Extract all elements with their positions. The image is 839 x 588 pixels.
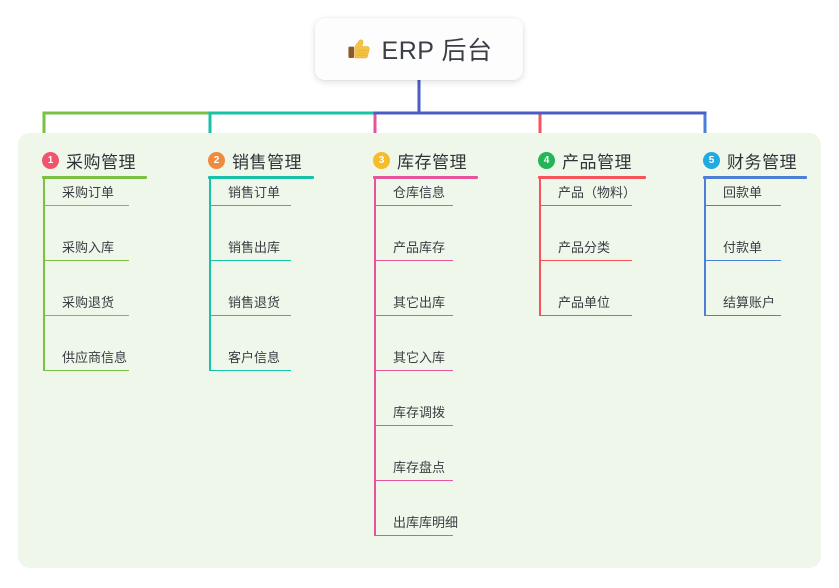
branch-item[interactable]: 采购入库 bbox=[42, 233, 150, 261]
branch-item-label: 库存盘点 bbox=[393, 460, 446, 475]
branch-item[interactable]: 销售退货 bbox=[208, 288, 312, 316]
branch-item-underline bbox=[209, 204, 291, 206]
branch-header-5[interactable]: 5 财务管理 bbox=[703, 148, 797, 173]
branch-underline-1 bbox=[42, 176, 147, 179]
branch-underline-5 bbox=[703, 176, 807, 179]
branch-item-label: 出库库明细 bbox=[393, 515, 459, 530]
branch-header-3[interactable]: 3 库存管理 bbox=[373, 148, 467, 173]
branch-item-underline bbox=[704, 314, 781, 316]
branch-spine-3 bbox=[374, 178, 376, 535]
branch-item-underline bbox=[209, 314, 291, 316]
branch-item[interactable]: 产品库存 bbox=[373, 233, 474, 261]
branch-item-label: 产品单位 bbox=[558, 295, 611, 310]
branch-item[interactable]: 库存调拨 bbox=[373, 398, 474, 426]
thumbs-up-icon bbox=[346, 36, 372, 62]
branch-item-underline bbox=[374, 314, 453, 316]
branch-item[interactable]: 采购订单 bbox=[42, 178, 150, 206]
branch-item-underline bbox=[43, 204, 129, 206]
branch-item-label: 销售订单 bbox=[228, 185, 281, 200]
branch-item-label: 仓库信息 bbox=[393, 185, 446, 200]
branch-item-underline bbox=[539, 314, 632, 316]
branch-item-underline bbox=[704, 259, 781, 261]
branch-item-underline bbox=[539, 204, 632, 206]
branch-item-label: 回款单 bbox=[723, 185, 763, 200]
branch-item[interactable]: 销售订单 bbox=[208, 178, 312, 206]
branch-item-underline bbox=[374, 534, 453, 536]
branch-item-label: 供应商信息 bbox=[62, 350, 128, 365]
branch-item[interactable]: 回款单 bbox=[703, 178, 802, 206]
branch-item-underline bbox=[374, 204, 453, 206]
branch-title-5: 财务管理 bbox=[727, 153, 797, 172]
branch-title-1: 采购管理 bbox=[66, 153, 136, 172]
branch-badge-1: 1 bbox=[42, 152, 59, 169]
branch-badge-3: 3 bbox=[373, 152, 390, 169]
branch-item-underline bbox=[374, 369, 453, 371]
branch-underline-4 bbox=[538, 176, 646, 179]
branch-header-4[interactable]: 4 产品管理 bbox=[538, 148, 632, 173]
branch-item-underline bbox=[374, 259, 453, 261]
branch-item-label: 采购订单 bbox=[62, 185, 115, 200]
branch-item[interactable]: 付款单 bbox=[703, 233, 802, 261]
branch-item-underline bbox=[43, 259, 129, 261]
branch-item-underline bbox=[704, 204, 781, 206]
branch-item-label: 产品分类 bbox=[558, 240, 611, 255]
branch-badge-5: 5 bbox=[703, 152, 720, 169]
branch-item[interactable]: 供应商信息 bbox=[42, 343, 150, 371]
branch-item-label: 产品（物料） bbox=[558, 185, 637, 200]
branch-item[interactable]: 产品分类 bbox=[538, 233, 653, 261]
branch-item-underline bbox=[539, 259, 632, 261]
branch-item-underline bbox=[374, 424, 453, 426]
branch-badge-4: 4 bbox=[538, 152, 555, 169]
branch-spine-4 bbox=[539, 178, 541, 315]
branch-item-label: 其它出库 bbox=[393, 295, 446, 310]
branch-item[interactable]: 客户信息 bbox=[208, 343, 312, 371]
branch-item[interactable]: 出库库明细 bbox=[373, 508, 474, 536]
root-node-label: ERP 后台 bbox=[381, 37, 493, 65]
branch-item-label: 销售退货 bbox=[228, 295, 281, 310]
branch-item[interactable]: 产品单位 bbox=[538, 288, 653, 316]
branch-item-label: 采购入库 bbox=[62, 240, 115, 255]
branch-title-2: 销售管理 bbox=[232, 153, 302, 172]
branch-title-3: 库存管理 bbox=[397, 153, 467, 172]
branch-item-label: 采购退货 bbox=[62, 295, 115, 310]
branch-item-underline bbox=[374, 479, 453, 481]
branch-item-label: 销售出库 bbox=[228, 240, 281, 255]
branch-item-underline bbox=[43, 314, 129, 316]
branch-item[interactable]: 销售出库 bbox=[208, 233, 312, 261]
branch-item-underline bbox=[209, 259, 291, 261]
branch-item-label: 产品库存 bbox=[393, 240, 446, 255]
branch-header-1[interactable]: 1 采购管理 bbox=[42, 148, 136, 173]
branch-item[interactable]: 产品（物料） bbox=[538, 178, 653, 206]
branch-title-4: 产品管理 bbox=[562, 153, 632, 172]
branch-item-underline bbox=[43, 369, 129, 371]
branch-item-label: 库存调拨 bbox=[393, 405, 446, 420]
branch-item[interactable]: 结算账户 bbox=[703, 288, 802, 316]
branch-underline-3 bbox=[373, 176, 478, 179]
root-node[interactable]: ERP 后台 bbox=[315, 18, 523, 80]
branch-header-2[interactable]: 2 销售管理 bbox=[208, 148, 302, 173]
branch-item[interactable]: 采购退货 bbox=[42, 288, 150, 316]
branch-spine-5 bbox=[704, 178, 706, 315]
branch-item[interactable]: 其它出库 bbox=[373, 288, 474, 316]
branch-underline-2 bbox=[208, 176, 314, 179]
branch-item[interactable]: 其它入库 bbox=[373, 343, 474, 371]
branch-spine-1 bbox=[43, 178, 45, 370]
branch-item-label: 付款单 bbox=[723, 240, 763, 255]
branch-item-label: 结算账户 bbox=[723, 295, 776, 310]
branch-item[interactable]: 仓库信息 bbox=[373, 178, 474, 206]
branch-spine-2 bbox=[209, 178, 211, 370]
branch-badge-2: 2 bbox=[208, 152, 225, 169]
branch-item-label: 客户信息 bbox=[228, 350, 281, 365]
branch-item-label: 其它入库 bbox=[393, 350, 446, 365]
branch-item-underline bbox=[209, 369, 291, 371]
branch-item[interactable]: 库存盘点 bbox=[373, 453, 474, 481]
